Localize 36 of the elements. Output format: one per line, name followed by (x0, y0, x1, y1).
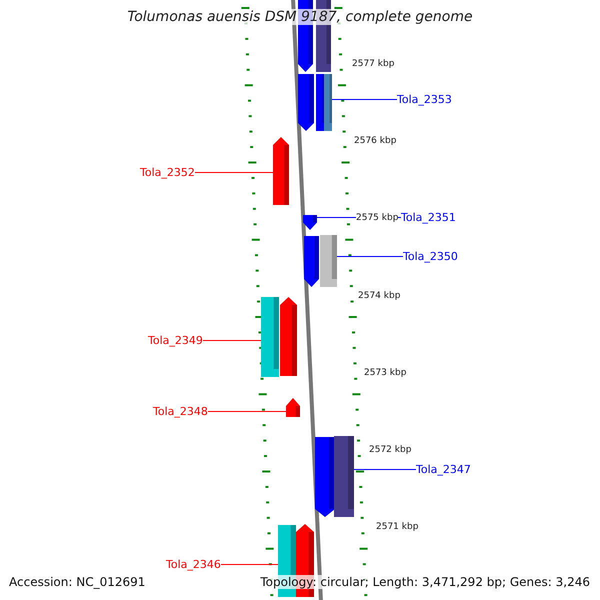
gene-label: Tola_2350 (403, 250, 458, 263)
accession-text: Accession: NC_012691 (9, 575, 146, 589)
scale-label: 2571 kbp (376, 522, 418, 533)
gene-feature (298, 74, 314, 131)
leader-line (194, 172, 274, 173)
gene-feature (303, 215, 317, 230)
gene-feature (315, 437, 335, 517)
gene-feature (286, 398, 300, 417)
scale-label: 2574 kbp (358, 291, 400, 302)
gene-block (334, 436, 354, 517)
scale-label: 2577 kbp (352, 59, 394, 70)
gene-label: Tola_2351 (401, 211, 456, 224)
gene-label: Tola_2348 (153, 405, 208, 418)
gene-block (324, 74, 332, 131)
leader-line (336, 256, 404, 257)
gene-block (261, 297, 279, 377)
gene-label: Tola_2346 (166, 558, 221, 571)
gene-feature (273, 137, 289, 205)
gene-label: Tola_2349 (148, 334, 203, 347)
leader-line (208, 411, 286, 412)
gene-label: Tola_2347 (416, 463, 471, 476)
gene-feature (280, 297, 297, 376)
leader-line (332, 99, 398, 100)
scale-label: 2576 kbp (354, 136, 396, 147)
scale-label: 2575 kbp (356, 213, 398, 224)
gene-block (320, 235, 337, 287)
genome-info-text: Topology: circular; Length: 3,471,292 bp; Genes: 3,246 (260, 575, 590, 589)
scale-label: 2573 kbp (364, 368, 406, 379)
gene-label: Tola_2353 (397, 93, 452, 106)
title: Tolumonas auensis DSM 9187, complete genome (125, 9, 475, 25)
leader-line (202, 340, 262, 341)
leader-line (354, 469, 416, 470)
leader-line (220, 564, 278, 565)
gene-label: Tola_2352 (140, 166, 195, 179)
gene-feature (304, 236, 319, 287)
scale-label: 2572 kbp (369, 445, 412, 456)
